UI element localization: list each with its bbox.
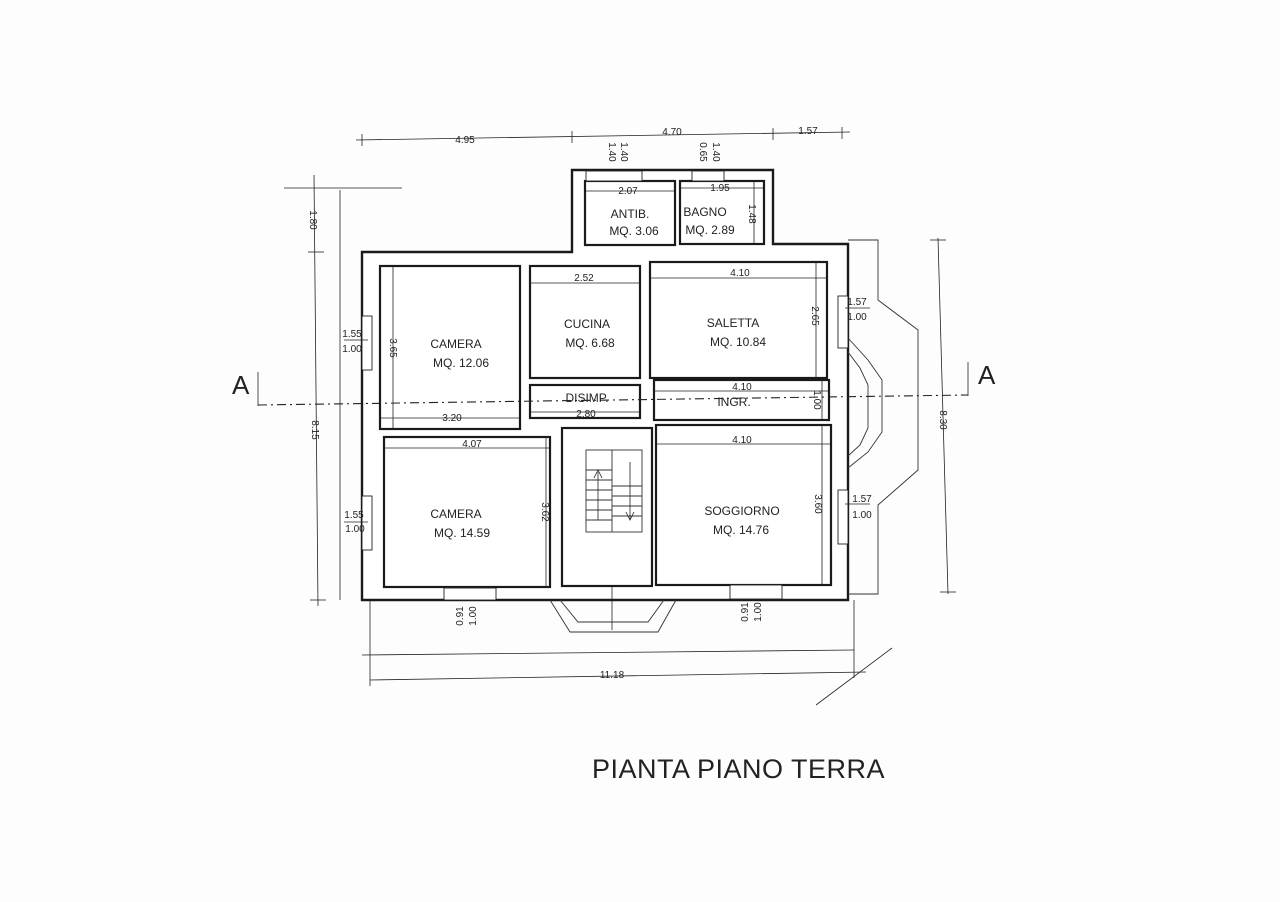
- space-ingr: [652, 378, 831, 422]
- room-area: MQ. 6.68: [565, 336, 615, 350]
- dim-label: 8.30: [937, 410, 948, 430]
- room-name: CUCINA: [564, 317, 610, 331]
- room-area: MQ. 2.89: [685, 223, 735, 237]
- dimension-lines: [284, 127, 956, 706]
- dim-label: 0.91: [455, 606, 466, 626]
- windows: [361, 170, 849, 601]
- dim-label: 1.55: [342, 329, 362, 340]
- room-name: CAMERA: [430, 507, 481, 521]
- dim-label: 3.60: [812, 494, 823, 514]
- stairs: [585, 449, 643, 630]
- room-area: MQ. 14.76: [713, 523, 769, 537]
- dim-label: 1.00: [847, 312, 867, 323]
- room-area: MQ. 14.59: [434, 526, 490, 540]
- dim-label: 1.00: [342, 344, 362, 355]
- room-name: ANTIB.: [611, 207, 650, 221]
- dim-label: 4.07: [462, 439, 482, 450]
- dim-label: 1.57: [847, 297, 867, 308]
- space-label: INGR.: [717, 395, 750, 409]
- dim-label: 2.80: [576, 409, 596, 420]
- dim-label: 4.10: [732, 435, 752, 446]
- room-area: MQ. 12.06: [433, 356, 489, 370]
- dim-label: 2.65: [809, 306, 820, 326]
- section-line: [257, 362, 969, 406]
- dim-label: 3.20: [442, 413, 462, 424]
- room-saletta: [648, 260, 829, 380]
- space-label: DISIMP.: [565, 391, 608, 405]
- dim-label: 3.65: [387, 338, 398, 358]
- room-name: BAGNO: [683, 205, 726, 219]
- space-disimp: [528, 383, 642, 420]
- dim-label: 1.00: [811, 390, 822, 410]
- dim-label: 1.95: [710, 183, 730, 194]
- drawing-title: PIANTA PIANO TERRA: [592, 754, 885, 784]
- dim-label: 1.40: [606, 142, 617, 162]
- room-name: CAMERA: [430, 337, 481, 351]
- dim-label: 1.00: [852, 510, 872, 521]
- room-bagno: [678, 179, 766, 246]
- building-walls: [360, 168, 850, 602]
- dim-label: 4.10: [732, 382, 752, 393]
- room-area: MQ. 10.84: [710, 335, 766, 349]
- dim-label: 1.00: [345, 524, 365, 535]
- dim-label: 2.52: [574, 273, 594, 284]
- dim-label: 1.80: [307, 210, 318, 230]
- dim-label: 1.00: [753, 602, 764, 622]
- room-labels: ANTIB. MQ. 3.06 BAGNO MQ. 2.89 CAMERA MQ…: [430, 205, 779, 540]
- dim-label: 1.57: [852, 494, 872, 505]
- dim-label: 1.40: [710, 142, 721, 162]
- dim-label: 1.57: [798, 126, 818, 137]
- stairwell: [560, 426, 654, 588]
- dim-label: 3.62: [539, 502, 550, 522]
- room-name: SALETTA: [707, 316, 759, 330]
- dim-label: 0.65: [697, 142, 708, 162]
- dim-label: 4.70: [662, 127, 682, 138]
- dim-label: 11.18: [600, 670, 625, 681]
- entrance-portico: [549, 239, 919, 633]
- room-camera-2: [382, 435, 552, 589]
- dim-label: 2.07: [618, 186, 638, 197]
- room-cucina: [528, 264, 642, 380]
- dim-label: 4.95: [455, 135, 475, 146]
- dim-label: 1.40: [618, 142, 629, 162]
- dim-label: 0.91: [740, 602, 751, 622]
- dim-label: 4.10: [730, 268, 750, 279]
- section-mark-right: A: [978, 360, 996, 390]
- dim-label: 8.15: [309, 420, 320, 440]
- dim-label: 1.48: [746, 204, 757, 224]
- room-antib: [583, 179, 677, 247]
- dim-label: 1.55: [344, 510, 364, 521]
- room-name: SOGGIORNO: [704, 504, 779, 518]
- section-mark-left: A: [232, 370, 250, 400]
- dimension-labels: 4.95 4.70 1.57 1.40 1.40 0.65 1.40 2.07 …: [307, 126, 948, 681]
- room-area: MQ. 3.06: [609, 224, 659, 238]
- dim-label: 1.00: [468, 606, 479, 626]
